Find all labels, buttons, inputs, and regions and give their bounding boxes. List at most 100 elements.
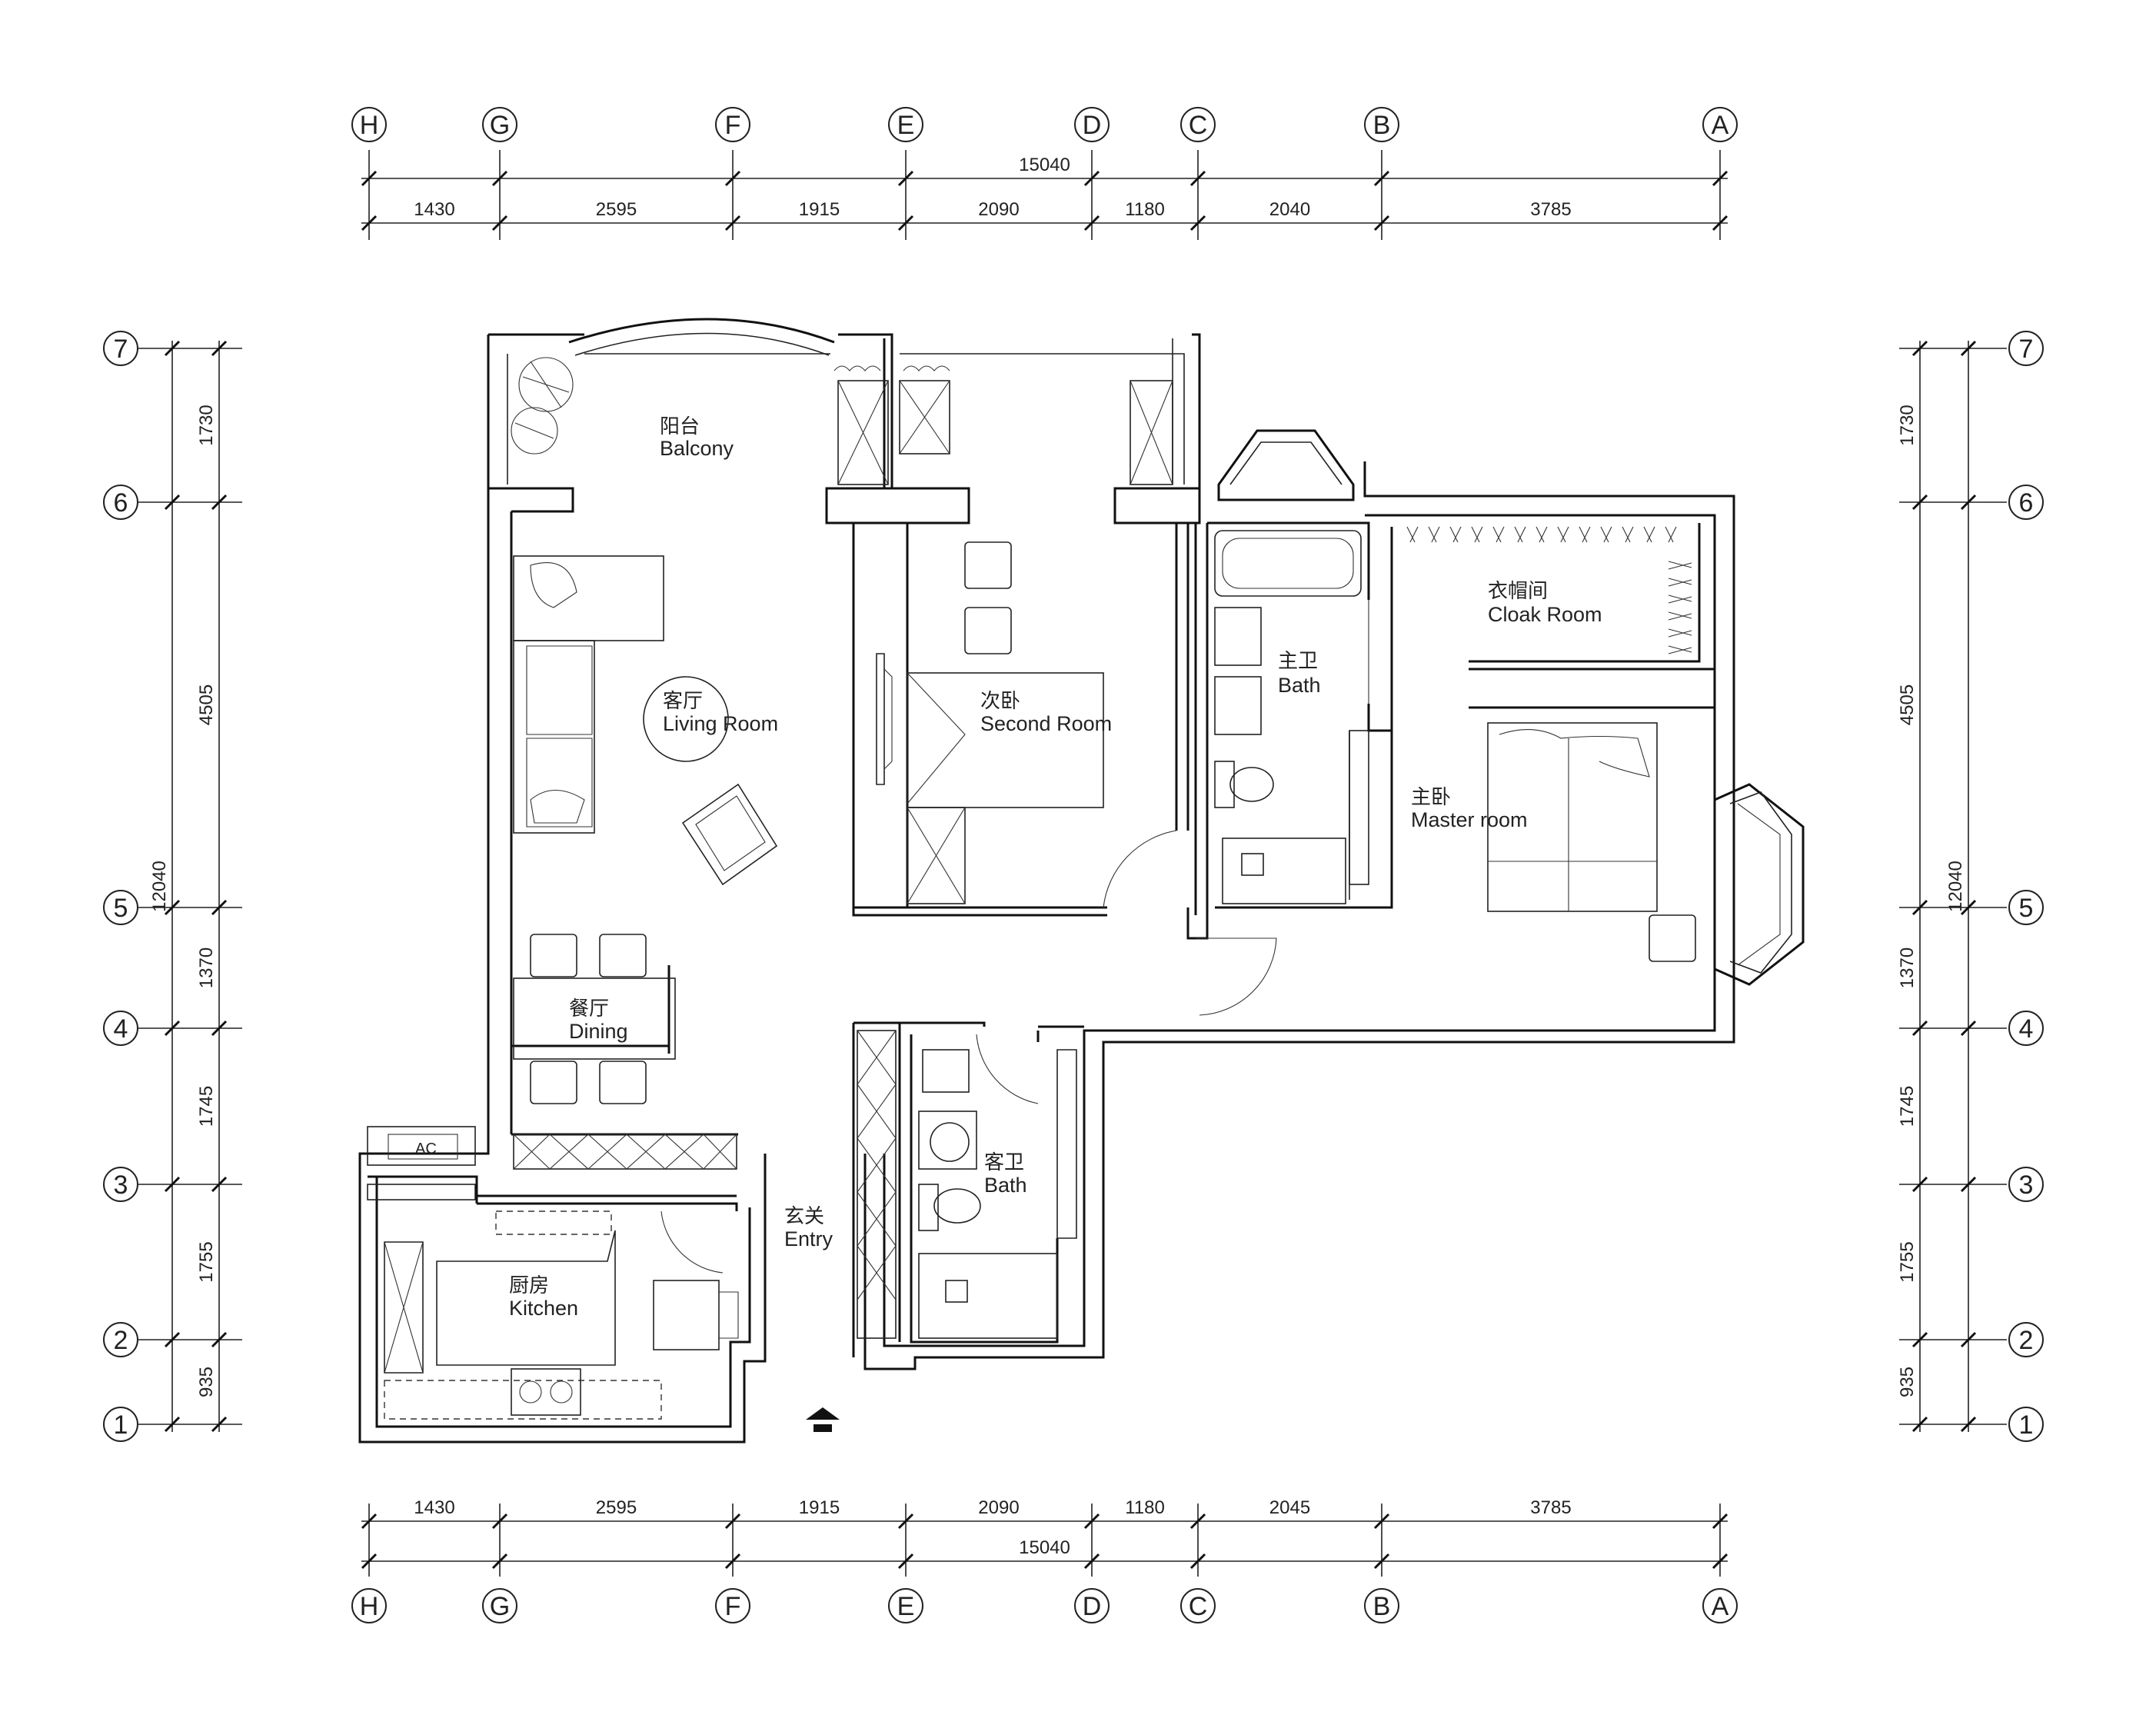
label-living-en: Living Room [663,712,778,735]
hanger-rail [1406,526,1692,654]
label-kitchen-en: Kitchen [509,1297,578,1320]
axis-bubble-right-6: 6 [2008,485,2044,520]
dim-tick [1373,215,1390,231]
svg-text:G: G [490,111,510,140]
label-guest-bath-cn: 客卫 [984,1151,1024,1174]
svg-text:1: 1 [114,1410,128,1440]
svg-text:E: E [897,1592,915,1621]
svg-text:2: 2 [114,1326,128,1355]
walls [358,318,1735,1444]
label-cloak-cn: 衣帽间 [1488,579,1548,602]
dim-tick [211,494,228,511]
axis-bubble-top-D: D [1074,107,1110,142]
dim-tick [491,215,508,231]
dim-top-segment: 2090 [978,199,1019,220]
dim-top-segment: 3785 [1530,199,1571,220]
dim-right-total: 12040 [1945,861,1966,912]
svg-text:F: F [725,111,741,140]
label-cloak-en: Cloak Room [1488,603,1602,626]
label-balcony-cn: 阳台 [660,415,700,438]
svg-text:5: 5 [114,894,128,923]
dim-tick [1911,1416,1928,1433]
dim-tick [361,1553,378,1570]
dim-tick [1960,340,1977,357]
dim-tick [1911,899,1928,916]
dim-tick [164,899,181,916]
dim-tick [1189,215,1206,231]
dim-tick [164,1020,181,1037]
dim-tick [724,215,741,231]
dim-tick [1911,340,1928,357]
axis-bubble-top-F: F [715,107,750,142]
dim-tick [1373,1513,1390,1530]
dim-tick [897,1553,914,1570]
axis-bubble-top-A: A [1702,107,1738,142]
dim-tick [211,899,228,916]
dim-tick [1189,1513,1206,1530]
dim-tick [361,215,378,231]
dim-tick [897,1513,914,1530]
dim-tick [1712,215,1728,231]
axis-bubble-left-5: 5 [103,890,138,925]
label-second-cn: 次卧 [980,689,1020,712]
dim-right-segment: 935 [1897,1367,1918,1397]
svg-text:C: C [1189,1592,1208,1621]
axis-bubble-top-E: E [888,107,923,142]
svg-text:A: A [1712,111,1729,140]
svg-text:7: 7 [114,335,128,364]
svg-text:G: G [490,1592,510,1621]
dim-tick [1083,170,1100,187]
dim-tick [491,170,508,187]
axis-bubble-bottom-E: E [888,1588,923,1623]
dim-left-segment: 1730 [196,405,217,445]
svg-text:A: A [1712,1592,1729,1621]
svg-text:E: E [897,111,915,140]
dim-bottom-segment: 1915 [799,1497,840,1518]
label-entry-en: Entry [784,1227,833,1250]
dim-left-total: 12040 [149,861,170,912]
dim-tick [164,1176,181,1193]
svg-text:H: H [360,1592,379,1621]
ac-label: AC [415,1141,437,1157]
dim-tick [361,170,378,187]
svg-text:C: C [1189,111,1208,140]
dim-top-segment: 1430 [414,199,454,220]
axis-bubble-top-C: C [1180,107,1216,142]
dim-bottom-segment: 1180 [1125,1497,1165,1518]
dim-tick [1960,899,1977,916]
dim-tick [1960,1416,1977,1433]
svg-text:3: 3 [2019,1171,2034,1200]
dim-bottom-segment: 2090 [978,1497,1019,1518]
dim-tick [1960,1020,1977,1037]
label-dining-en: Dining [569,1020,628,1043]
dim-tick [491,1553,508,1570]
dim-tick [361,1513,378,1530]
dim-bottom-segment: 3785 [1530,1497,1571,1518]
dim-tick [1712,170,1728,187]
dim-tick [1712,1513,1728,1530]
dim-tick [1960,494,1977,511]
dim-bottom-segment: 2045 [1269,1497,1310,1518]
axis-bubble-right-3: 3 [2008,1167,2044,1202]
dim-tick [897,215,914,231]
dim-tick [491,1513,508,1530]
dim-bottom-total: 15040 [1019,1537,1070,1558]
axis-bubble-left-2: 2 [103,1322,138,1357]
axis-bubble-right-7: 7 [2008,331,2044,366]
dim-tick [1189,170,1206,187]
dim-left-segment: 935 [196,1367,217,1397]
label-entry-cn: 玄关 [784,1204,824,1227]
dim-right-segment: 1730 [1897,405,1918,445]
dim-tick [1911,494,1928,511]
dim-right-segment: 1755 [1897,1241,1918,1282]
dim-tick [164,1331,181,1348]
dim-left-segment: 1755 [196,1241,217,1282]
plant-icon [511,357,574,455]
dim-right-segment: 4505 [1897,684,1918,725]
dim-tick [1911,1176,1928,1193]
dim-left-segment: 1745 [196,1086,217,1127]
axis-bubble-bottom-C: C [1180,1588,1216,1623]
dim-tick [1712,1553,1728,1570]
